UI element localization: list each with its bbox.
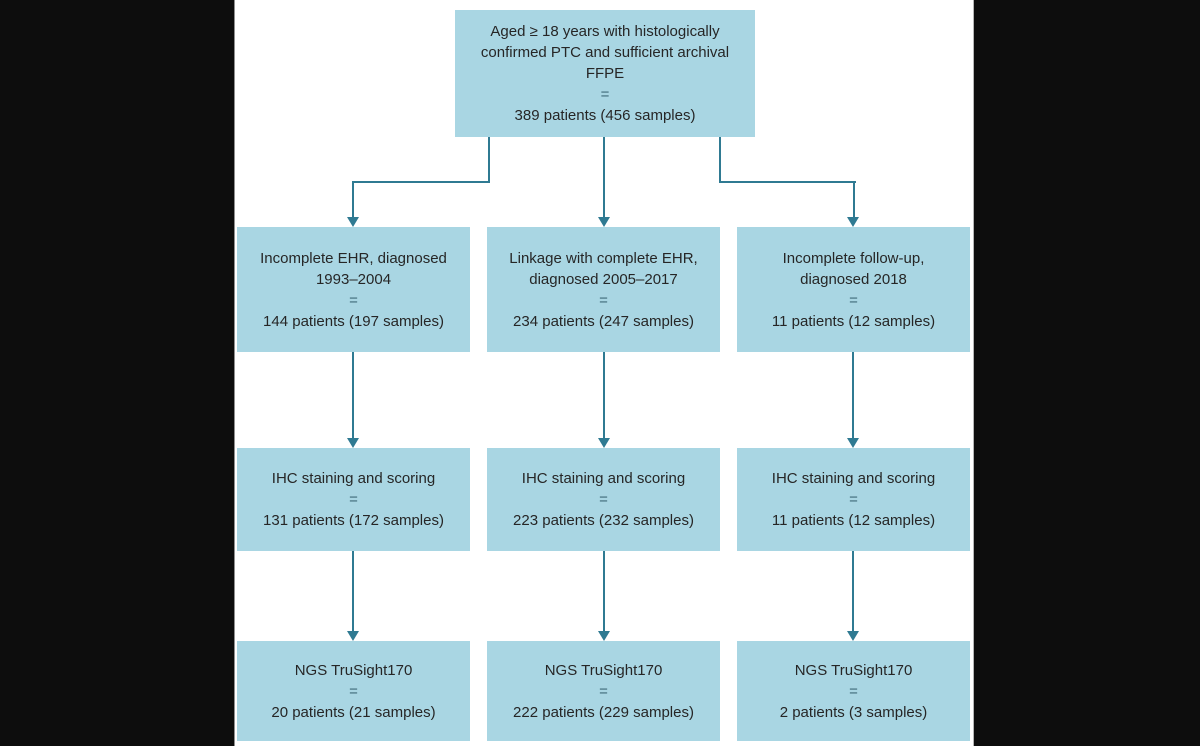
flow-box-right-ihc: IHC staining and scoring = 11 patients (… bbox=[737, 448, 970, 551]
box-title: Incomplete follow-up, diagnosed 2018 bbox=[782, 249, 925, 288]
box-count: 223 patients (232 samples) bbox=[513, 512, 694, 529]
box-count: 20 patients (21 samples) bbox=[271, 703, 436, 721]
equals-sign: = bbox=[849, 491, 858, 508]
box-title: IHC staining and scoring bbox=[271, 470, 436, 487]
arrow-down-icon bbox=[347, 631, 359, 641]
flow-box-left-ngs: NGS TruSight170 = 20 patients (21 sample… bbox=[237, 641, 470, 741]
connector-middle-column-segment bbox=[603, 352, 605, 438]
equals-sign: = bbox=[849, 682, 858, 700]
equals-sign: = bbox=[599, 291, 608, 309]
arrow-down-icon bbox=[598, 631, 610, 641]
connector-top-to-right-segment bbox=[719, 181, 856, 183]
equals-sign: = bbox=[849, 291, 858, 309]
flow-box-left-exclusion: Incomplete EHR, diagnosed 1993–2004 = 14… bbox=[237, 227, 470, 352]
box-title: Incomplete EHR, diagnosed 1993–2004 bbox=[260, 249, 447, 288]
connector-middle-column-segment bbox=[603, 551, 605, 631]
box-count: 2 patients (3 samples) bbox=[779, 703, 928, 721]
equals-sign: = bbox=[600, 86, 610, 103]
arrow-down-icon bbox=[598, 217, 610, 227]
connector-left-column-segment bbox=[352, 352, 354, 438]
flow-box-eligibility: Aged ≥ 18 years with histologically conf… bbox=[455, 10, 755, 137]
equals-sign: = bbox=[599, 491, 608, 508]
arrow-down-icon bbox=[598, 438, 610, 448]
connector-top-to-left-segment bbox=[488, 137, 490, 183]
equals-sign: = bbox=[349, 682, 358, 700]
flow-box-right-ngs: NGS TruSight170 = 2 patients (3 samples) bbox=[737, 641, 970, 741]
box-count: 11 patients (12 samples) bbox=[771, 512, 936, 529]
equals-sign: = bbox=[349, 491, 358, 508]
flow-box-right-followup: Incomplete follow-up, diagnosed 2018 = 1… bbox=[737, 227, 970, 352]
box-count: 222 patients (229 samples) bbox=[513, 703, 694, 721]
box-title: Linkage with complete EHR, diagnosed 200… bbox=[509, 249, 698, 288]
connector-top-to-middle-segment bbox=[603, 137, 605, 217]
equals-sign: = bbox=[349, 291, 358, 309]
flow-box-left-ihc: IHC staining and scoring = 131 patients … bbox=[237, 448, 470, 551]
box-count: 144 patients (197 samples) bbox=[263, 312, 444, 330]
connector-top-to-left-segment bbox=[352, 181, 354, 217]
box-title: Aged ≥ 18 years with histologically conf… bbox=[480, 23, 730, 82]
arrow-down-icon bbox=[847, 438, 859, 448]
flow-box-middle-linkage: Linkage with complete EHR, diagnosed 200… bbox=[487, 227, 720, 352]
connector-top-to-left-segment bbox=[352, 181, 490, 183]
connector-right-column-segment bbox=[852, 352, 854, 438]
box-title: NGS TruSight170 bbox=[794, 661, 913, 679]
box-count: 11 patients (12 samples) bbox=[771, 312, 936, 330]
box-count: 234 patients (247 samples) bbox=[513, 312, 694, 330]
flow-box-middle-ngs: NGS TruSight170 = 222 patients (229 samp… bbox=[487, 641, 720, 741]
box-count: 131 patients (172 samples) bbox=[263, 512, 444, 529]
box-title: NGS TruSight170 bbox=[294, 661, 413, 679]
equals-sign: = bbox=[599, 682, 608, 700]
box-title: IHC staining and scoring bbox=[771, 470, 936, 487]
arrow-down-icon bbox=[347, 217, 359, 227]
box-count: 389 patients (456 samples) bbox=[514, 107, 696, 124]
box-title: IHC staining and scoring bbox=[521, 470, 686, 487]
connector-top-to-right-segment bbox=[853, 181, 855, 217]
box-title: NGS TruSight170 bbox=[544, 661, 663, 679]
arrow-down-icon bbox=[847, 631, 859, 641]
flow-box-middle-ihc: IHC staining and scoring = 223 patients … bbox=[487, 448, 720, 551]
arrow-down-icon bbox=[347, 438, 359, 448]
connector-left-column-segment bbox=[352, 551, 354, 631]
connector-top-to-right-segment bbox=[719, 137, 721, 183]
arrow-down-icon bbox=[847, 217, 859, 227]
connector-right-column-segment bbox=[852, 551, 854, 631]
